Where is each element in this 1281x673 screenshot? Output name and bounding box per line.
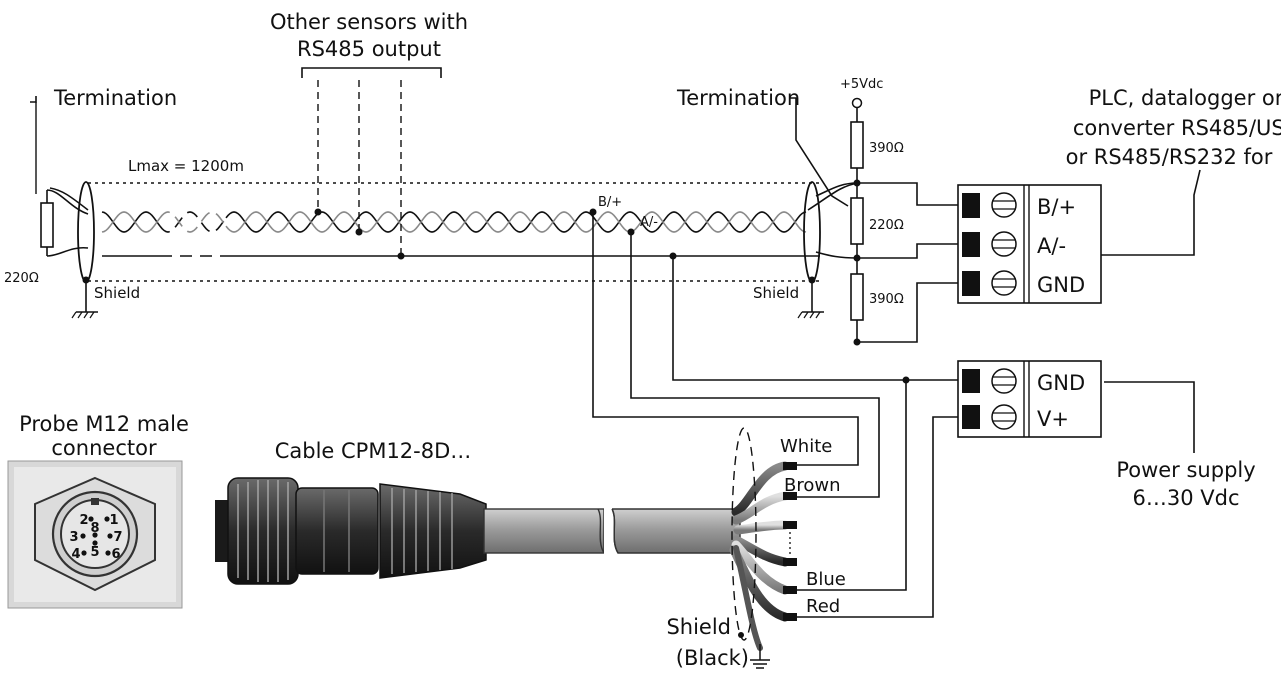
screw-icon <box>991 270 1017 296</box>
plc-label-line1: PLC, datalogger or <box>1089 86 1281 110</box>
cable-end-left <box>77 181 95 283</box>
tap-b-label: B/+ <box>598 195 622 210</box>
pin-dot <box>80 533 86 539</box>
twisted-wire-strand <box>101 211 161 233</box>
shield-cable-line2: (Black) <box>676 646 749 670</box>
twisted-wire-strand <box>159 211 227 233</box>
plc-label-line2: converter RS485/USB <box>1073 116 1281 140</box>
shield-left-label: Shield <box>94 284 140 302</box>
vdc-label: +5Vdc <box>840 77 883 92</box>
screw-icon <box>991 192 1017 218</box>
lmax-label: Lmax = 1200m <box>128 157 244 175</box>
resistor-left-value: 220Ω <box>4 271 39 286</box>
cable-wires <box>729 427 797 669</box>
screw-icon <box>991 368 1017 394</box>
shield-cable-line1: Shield <box>666 615 731 639</box>
resistor-390-bottom <box>850 273 864 321</box>
interconnect-wires <box>592 212 958 618</box>
pin-label: 4 <box>71 547 80 562</box>
pin-label: 3 <box>69 530 78 545</box>
cable-label: Cable CPM12-8D… <box>275 439 472 463</box>
twisted-wire-strand <box>101 211 161 233</box>
tap-a-label: A/- <box>640 215 658 230</box>
pin-dot <box>92 532 98 538</box>
twisted-wire-strand <box>225 211 807 233</box>
termination-left <box>30 96 89 257</box>
res-220-label: 220Ω <box>869 218 904 233</box>
ground-right <box>797 276 824 319</box>
ps-gnd-label: GND <box>1037 371 1085 395</box>
ps-vplus-label: V+ <box>1037 407 1069 431</box>
termination-right-leader <box>789 97 849 207</box>
ground-left <box>71 276 98 319</box>
pin-label: 8 <box>90 521 99 536</box>
plc-label-line3: or RS485/RS232 for PC <box>1066 145 1281 169</box>
pin-label: 7 <box>113 530 122 545</box>
twisted-wire-strand <box>225 211 807 233</box>
screw-icon <box>991 404 1017 430</box>
pin-label: 2 <box>79 513 88 528</box>
other-sensors-line2: RS485 output <box>297 37 441 61</box>
other-sensors-line1: Other sensors with <box>270 10 468 34</box>
pin-dot <box>92 540 98 546</box>
termination-right-label: Termination <box>676 86 800 110</box>
pin-label: 1 <box>109 513 118 528</box>
power-leader <box>1104 381 1195 453</box>
probe-label-line2: connector <box>51 436 157 460</box>
bias-network <box>815 97 958 346</box>
wire-red-label: Red <box>806 596 840 617</box>
screw-icon <box>991 231 1017 257</box>
shield-right-label: Shield <box>753 284 799 302</box>
cable-connector <box>215 477 487 585</box>
res-390-top-label: 390Ω <box>869 141 904 156</box>
bus-cable <box>49 182 859 282</box>
pin-dot <box>81 550 87 556</box>
power-terminal-block <box>957 360 1102 438</box>
twisted-wire-strand <box>159 211 227 233</box>
pin-dot <box>104 516 110 522</box>
probe-label-line1: Probe M12 male <box>19 412 189 436</box>
cable-end-right <box>803 181 821 283</box>
termination-left-label: Termination <box>53 86 177 110</box>
resistor-220-left <box>40 202 54 248</box>
wire-white-label: White <box>780 436 832 457</box>
term-b-label: B/+ <box>1037 195 1076 219</box>
other-sensors-bracket <box>301 67 442 260</box>
term-gnd-label: GND <box>1037 273 1085 297</box>
power-label-line1: Power supply <box>1116 458 1255 482</box>
wire-brown-label: Brown <box>784 475 841 496</box>
twisted-pair <box>101 211 807 233</box>
pin-dot <box>88 516 94 522</box>
cable-jacket <box>483 508 741 554</box>
wire-blue-label: Blue <box>806 569 846 590</box>
pin-label: 6 <box>111 547 120 562</box>
pin-label: 5 <box>90 545 99 560</box>
pin-dot <box>107 533 113 539</box>
vdc-terminal <box>851 97 863 109</box>
resistor-220-right <box>850 197 864 245</box>
res-390-bottom-label: 390Ω <box>869 292 904 307</box>
pin-dot <box>105 550 111 556</box>
plc-terminal-block <box>957 184 1102 304</box>
resistor-390-top <box>850 121 864 169</box>
term-a-label: A/- <box>1037 234 1066 258</box>
power-label-line2: 6…30 Vdc <box>1133 486 1240 510</box>
plc-leader <box>1101 169 1201 256</box>
